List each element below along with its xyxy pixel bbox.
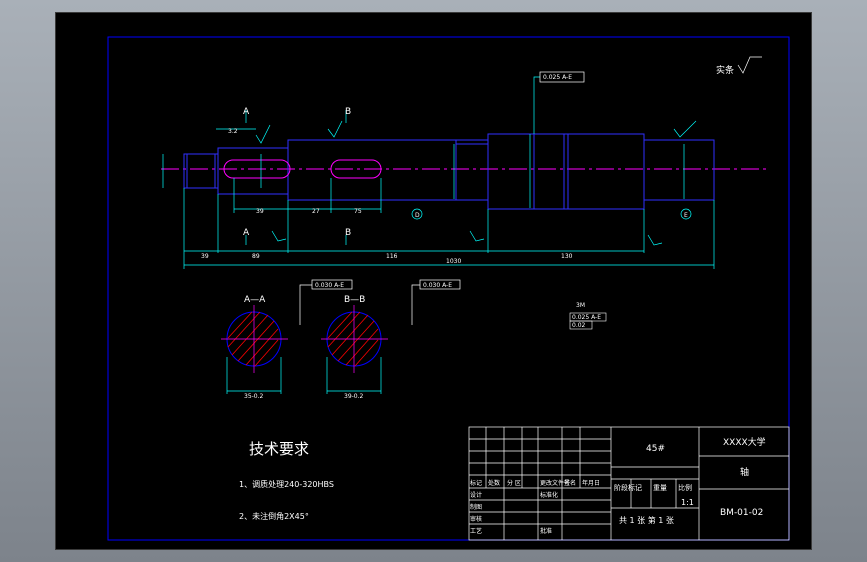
tb-row-h0: 标记: [470, 479, 482, 487]
tolerance-frame-bb: [419, 279, 461, 290]
tb-part-name: 轴: [740, 466, 749, 478]
datum-circle-e: [680, 208, 692, 220]
tb-row-h2: 分 区: [507, 479, 521, 487]
tb-university: XXXX大学: [723, 436, 766, 448]
small-note: 3M: [576, 302, 585, 309]
tb-ratio: 比例: [678, 483, 692, 492]
dimension-lines: [162, 76, 715, 269]
dim-d2: 89: [252, 253, 260, 260]
tb-row-h4: 签名: [564, 479, 576, 487]
tb-weight: 重量: [653, 484, 667, 492]
inner-border: [107, 36, 790, 541]
title-block: [468, 426, 790, 541]
small-frame-text-2: 0.02: [572, 322, 586, 329]
section-label-a-top: A: [243, 107, 250, 117]
section-label-b-top: B: [345, 107, 351, 117]
dimension-texts: 1030 39 89 116 130 39 27 75 3.2: [201, 128, 573, 265]
dim-d3: 116: [386, 253, 398, 260]
view-label-aa: A—A: [244, 295, 266, 305]
section-bb: [321, 305, 388, 394]
tech-title: 技术要求: [249, 440, 309, 458]
tb-std: 标准化: [540, 491, 558, 499]
dim-d1: 39: [201, 253, 209, 260]
leader-aa: [299, 284, 312, 325]
drawing-sheet[interactable]: 实条: [55, 12, 812, 550]
dim-d5: 39: [256, 208, 264, 215]
section-label-a-bottom: A: [243, 228, 250, 238]
dim-d7: 75: [354, 208, 362, 215]
section-aa: [221, 305, 288, 394]
sec-a-dim: 35-0.2: [244, 393, 264, 400]
tb-col-1: 制图: [470, 503, 482, 511]
tolerance-text-aa: 0.030 A-E: [315, 282, 344, 289]
tolerance-frame-aa: [311, 279, 353, 290]
tb-col-0: 设计: [470, 491, 482, 499]
tb-drawing-no: BM-01-02: [720, 508, 763, 518]
tolerance-text-bb: 0.030 A-E: [423, 282, 452, 289]
tb-material: 45#: [646, 444, 665, 454]
sec-b-dim: 39-0.2: [344, 393, 364, 400]
tb-stage: 阶段标记: [614, 483, 642, 492]
small-frame-2: [569, 320, 593, 330]
datum-label-e: E: [684, 212, 688, 219]
cad-drawing: 实条: [107, 36, 790, 541]
dim-chamfer: 3.2: [228, 128, 238, 135]
tb-approve: 批准: [540, 527, 552, 535]
shaft-outline: [183, 133, 715, 210]
roughness-symbols: [255, 120, 697, 246]
tech-req-2: 2、未注倒角2X45°: [239, 511, 309, 521]
tech-req-1: 1、调质处理240-320HBS: [239, 479, 334, 489]
tb-col-2: 审核: [470, 515, 482, 523]
tb-scale: 1:1: [681, 498, 694, 507]
tb-col-3: 工艺: [470, 527, 482, 535]
dim-overall: 1030: [446, 258, 461, 265]
roughness-mark: [737, 56, 762, 74]
keyways: [223, 159, 382, 179]
tb-row-h3: 更改文件号: [540, 479, 570, 487]
dim-d6: 27: [312, 208, 320, 215]
small-frame-text-1: 0.025 A-E: [572, 314, 601, 321]
paper-label: 实条: [716, 64, 734, 76]
leader-bb: [411, 284, 420, 325]
datum-label-d: D: [415, 212, 420, 219]
tolerance-text-top: 0.025 A-E: [543, 74, 572, 81]
tolerance-frame-top: [539, 71, 585, 83]
section-label-b-bottom: B: [345, 228, 351, 238]
tb-row-h1: 处数: [488, 479, 500, 487]
dim-d4: 130: [561, 253, 573, 260]
view-label-bb: B—B: [344, 295, 365, 305]
datum-circle-d: [411, 208, 423, 220]
tb-row-h5: 年月日: [582, 479, 600, 487]
tb-sheet-info: 共 1 张 第 1 张: [619, 515, 674, 525]
